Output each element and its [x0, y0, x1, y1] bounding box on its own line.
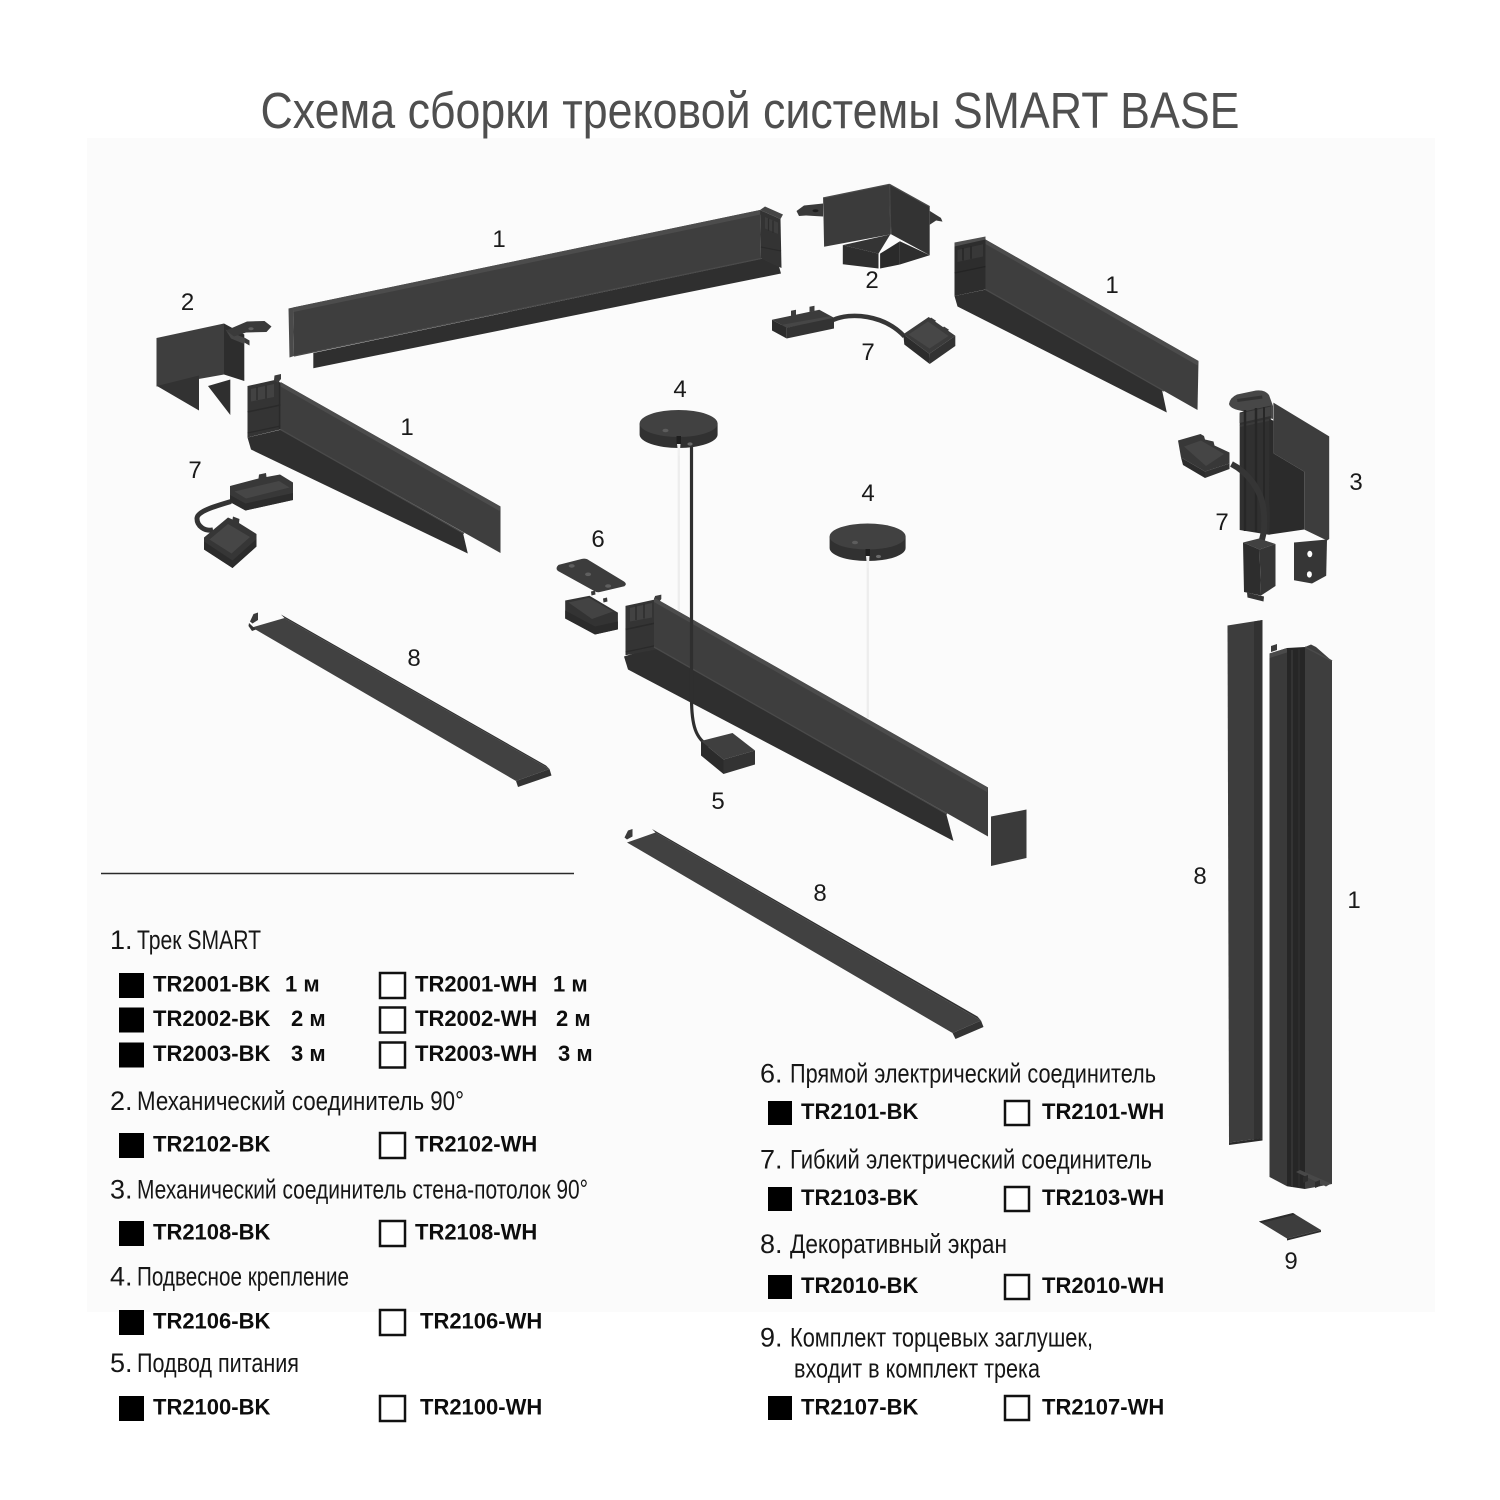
svg-text:1: 1	[492, 226, 505, 253]
svg-text:9: 9	[1284, 1248, 1297, 1275]
svg-text:TR2101-BK: TR2101-BK	[801, 1099, 918, 1124]
svg-text:2: 2	[181, 289, 194, 316]
svg-text:TR2003-BK: TR2003-BK	[153, 1041, 270, 1066]
svg-text:Прямой электрический соедините: Прямой электрический соединитель	[790, 1059, 1156, 1089]
svg-text:Гибкий электрический соедините: Гибкий электрический соединитель	[790, 1145, 1152, 1175]
svg-text:TR2106-WH: TR2106-WH	[420, 1309, 542, 1334]
svg-text:8: 8	[1193, 863, 1206, 890]
svg-text:8: 8	[407, 645, 420, 672]
svg-text:TR2102-WH: TR2102-WH	[415, 1132, 537, 1157]
svg-text:5: 5	[711, 788, 724, 815]
svg-text:1: 1	[400, 414, 413, 441]
svg-text:4: 4	[861, 480, 874, 507]
svg-text:3 м: 3 м	[558, 1041, 593, 1066]
svg-text:7: 7	[1215, 509, 1228, 536]
svg-text:TR2100-WH: TR2100-WH	[420, 1395, 542, 1420]
svg-text:1 м: 1 м	[285, 972, 320, 997]
svg-text:3 м: 3 м	[291, 1041, 326, 1066]
svg-text:2 м: 2 м	[556, 1006, 591, 1031]
svg-text:2: 2	[865, 267, 878, 294]
svg-text:TR2107-WH: TR2107-WH	[1042, 1395, 1164, 1420]
svg-text:3: 3	[1349, 469, 1362, 496]
svg-text:TR2001-BK: TR2001-BK	[153, 972, 270, 997]
svg-text:8.: 8.	[760, 1229, 783, 1259]
svg-text:TR2002-BK: TR2002-BK	[153, 1006, 270, 1031]
svg-text:1: 1	[1105, 272, 1118, 299]
svg-text:8: 8	[813, 880, 826, 907]
svg-text:7.: 7.	[760, 1145, 783, 1175]
svg-text:TR2003-WH: TR2003-WH	[415, 1041, 537, 1066]
svg-text:TR2103-BK: TR2103-BK	[801, 1185, 918, 1210]
svg-text:Декоративный экран: Декоративный экран	[790, 1229, 1007, 1259]
svg-text:Схема сборки трековой системы: Схема сборки трековой системы SMART BASE	[261, 82, 1240, 139]
svg-text:6: 6	[591, 526, 604, 553]
svg-text:TR2101-WH: TR2101-WH	[1042, 1099, 1164, 1124]
svg-text:Механический соединитель стена: Механический соединитель стена-потолок 9…	[137, 1175, 588, 1205]
svg-text:TR2010-WH: TR2010-WH	[1042, 1273, 1164, 1298]
svg-text:5.: 5.	[110, 1348, 133, 1378]
svg-text:7: 7	[188, 457, 201, 484]
svg-text:TR2108-WH: TR2108-WH	[415, 1220, 537, 1245]
svg-text:Комплект торцевых заглушек,: Комплект торцевых заглушек,	[790, 1323, 1093, 1353]
svg-text:2.: 2.	[110, 1086, 133, 1116]
svg-text:Трек SMART: Трек SMART	[137, 925, 261, 955]
svg-text:1.: 1.	[110, 925, 133, 955]
svg-text:TR2103-WH: TR2103-WH	[1042, 1185, 1164, 1210]
svg-text:7: 7	[861, 339, 874, 366]
svg-text:TR2106-BK: TR2106-BK	[153, 1309, 270, 1334]
svg-text:2 м: 2 м	[291, 1006, 326, 1031]
svg-text:TR2102-BK: TR2102-BK	[153, 1132, 270, 1157]
svg-text:TR2010-BK: TR2010-BK	[801, 1273, 918, 1298]
svg-text:TR2001-WH: TR2001-WH	[415, 972, 537, 997]
svg-text:4: 4	[673, 376, 686, 403]
svg-text:9.: 9.	[760, 1323, 783, 1353]
svg-text:TR2100-BK: TR2100-BK	[153, 1395, 270, 1420]
svg-text:3.: 3.	[110, 1175, 133, 1205]
svg-text:TR2108-BK: TR2108-BK	[153, 1220, 270, 1245]
svg-text:Подвесное крепление: Подвесное крепление	[137, 1262, 349, 1292]
svg-text:4.: 4.	[110, 1262, 133, 1292]
svg-text:1 м: 1 м	[553, 972, 588, 997]
svg-text:TR2107-BK: TR2107-BK	[801, 1395, 918, 1420]
svg-text:Подвод питания: Подвод питания	[137, 1348, 299, 1378]
svg-text:1: 1	[1347, 887, 1360, 914]
svg-text:Механический соединитель 90°: Механический соединитель 90°	[137, 1086, 464, 1116]
svg-text:6.: 6.	[760, 1059, 783, 1089]
svg-text:входит в комплект трека: входит в комплект трека	[794, 1354, 1041, 1384]
svg-text:TR2002-WH: TR2002-WH	[415, 1006, 537, 1031]
